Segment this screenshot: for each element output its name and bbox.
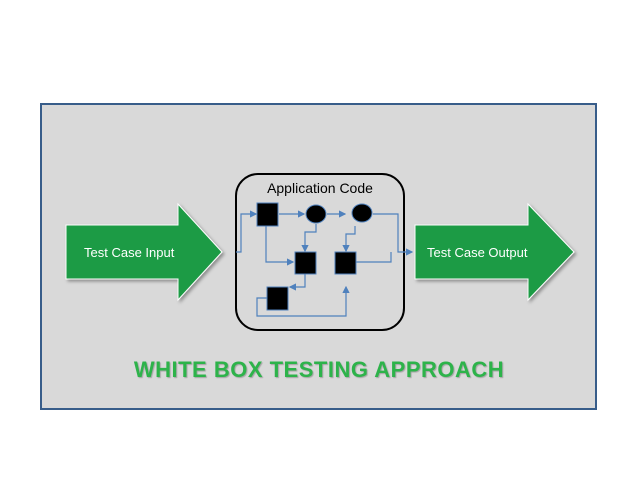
decision-node [305, 204, 327, 224]
test-case-input-arrow: Test Case Input [65, 202, 223, 302]
control-flow-lines [236, 210, 414, 317]
application-code-title: Application Code [267, 180, 373, 196]
flow-edge [256, 285, 350, 317]
statement-node [256, 202, 279, 227]
flow-edge [288, 274, 306, 291]
decision-node [351, 203, 373, 223]
flow-edge [236, 210, 258, 253]
application-code-box: Application Code [235, 173, 405, 331]
approach-title: WHITE BOX TESTING APPROACH [133, 357, 505, 382]
flow-edge [373, 213, 414, 256]
output-label: Test Case Output [427, 245, 528, 260]
statement-node [334, 251, 357, 275]
flow-edge [342, 226, 356, 253]
flow-edge [356, 252, 392, 263]
flow-edge [265, 226, 295, 266]
statement-node [266, 286, 289, 311]
flow-edge [301, 224, 317, 253]
input-label: Test Case Input [84, 245, 175, 260]
test-case-output-arrow: Test Case Output [414, 202, 575, 302]
code-nodes [256, 202, 373, 311]
statement-node [294, 251, 317, 275]
